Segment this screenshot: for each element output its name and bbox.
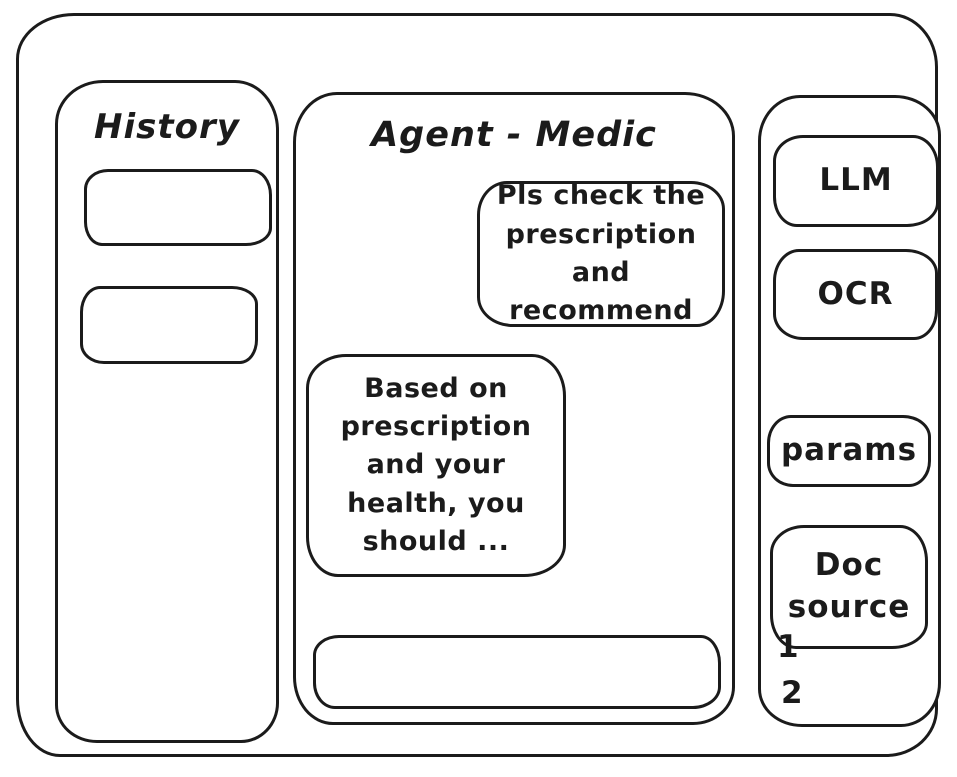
tools-panel: LLM OCR params Doc source 1 2 — [758, 95, 941, 727]
app-window-frame: History Agent - Medic Pls check the pres… — [16, 13, 941, 757]
history-panel: History — [55, 80, 279, 743]
params-button[interactable]: params — [767, 415, 931, 487]
chat-panel-title: Agent - Medic — [371, 115, 657, 155]
doc-source-item[interactable]: 2 — [781, 675, 803, 711]
history-panel-title: History — [94, 107, 240, 147]
llm-button[interactable]: LLM — [773, 135, 939, 227]
history-item[interactable] — [80, 286, 258, 364]
user-message-bubble: Pls check the prescription and recommend — [477, 180, 725, 327]
history-item[interactable] — [84, 169, 272, 246]
agent-message-bubble: Based on prescription and your health, y… — [306, 354, 566, 577]
doc-source-button[interactable]: Doc source — [770, 525, 928, 649]
message-input[interactable] — [313, 635, 721, 709]
doc-source-item[interactable]: 1 — [777, 629, 799, 665]
ocr-button[interactable]: OCR — [773, 249, 938, 340]
chat-panel: Agent - Medic Pls check the prescription… — [293, 92, 735, 725]
